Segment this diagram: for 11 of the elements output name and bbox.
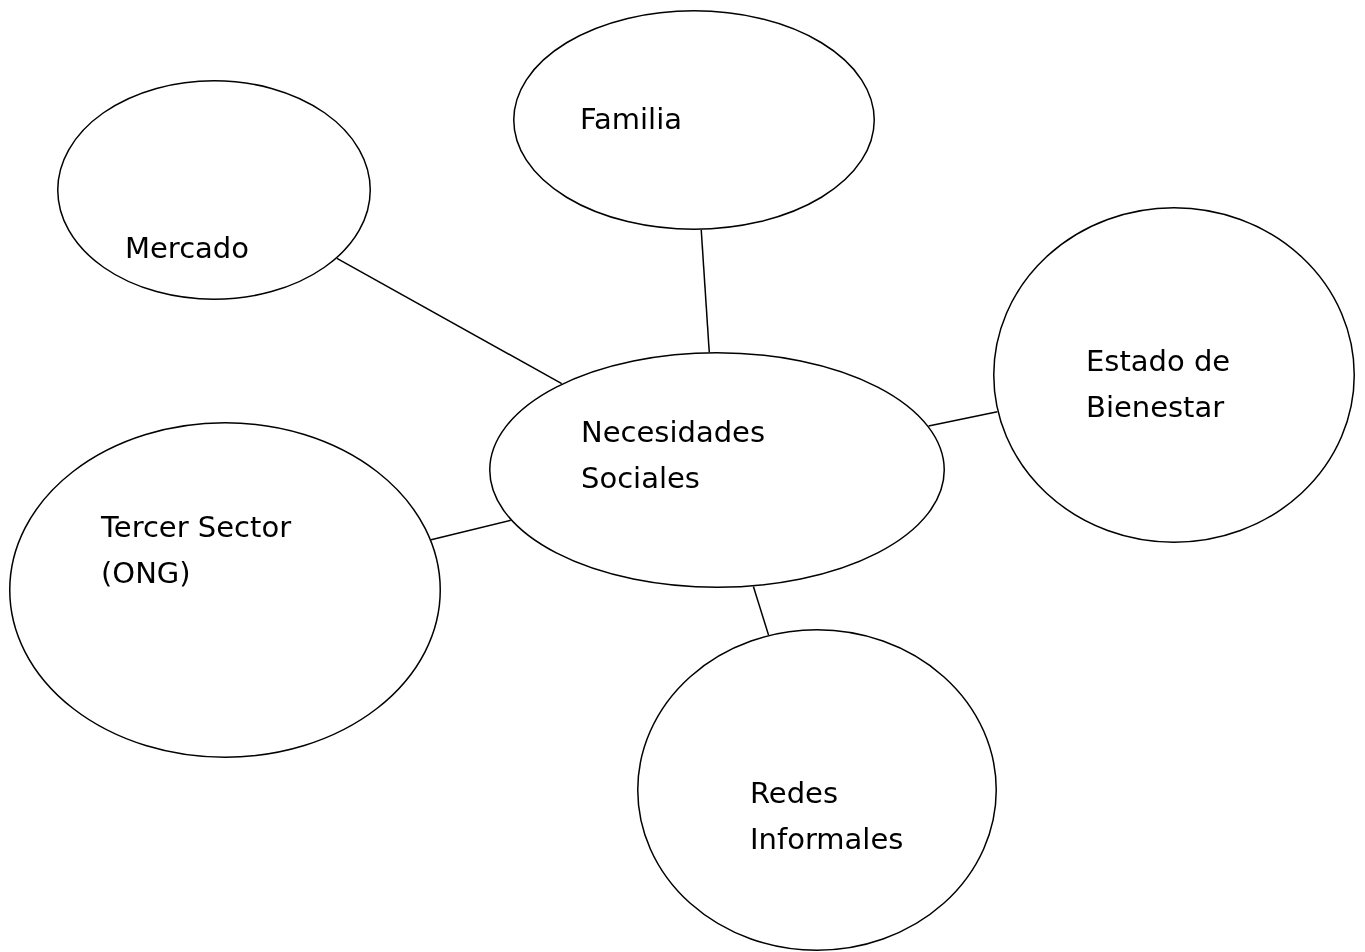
node-label: Redes Informales [750, 775, 905, 858]
node-label: Familia [580, 101, 683, 138]
connector-line [700, 229, 710, 353]
connector-line [752, 585, 770, 636]
connector-line [430, 519, 512, 541]
connector-line [927, 410, 999, 427]
node-label: Tercer Sector (ONG) [101, 509, 293, 592]
node-label: Necesidades Sociales [581, 414, 767, 497]
connector-line [336, 257, 563, 385]
node-label: Mercado [125, 230, 250, 267]
node-label: Estado de Bienestar [1086, 343, 1232, 426]
